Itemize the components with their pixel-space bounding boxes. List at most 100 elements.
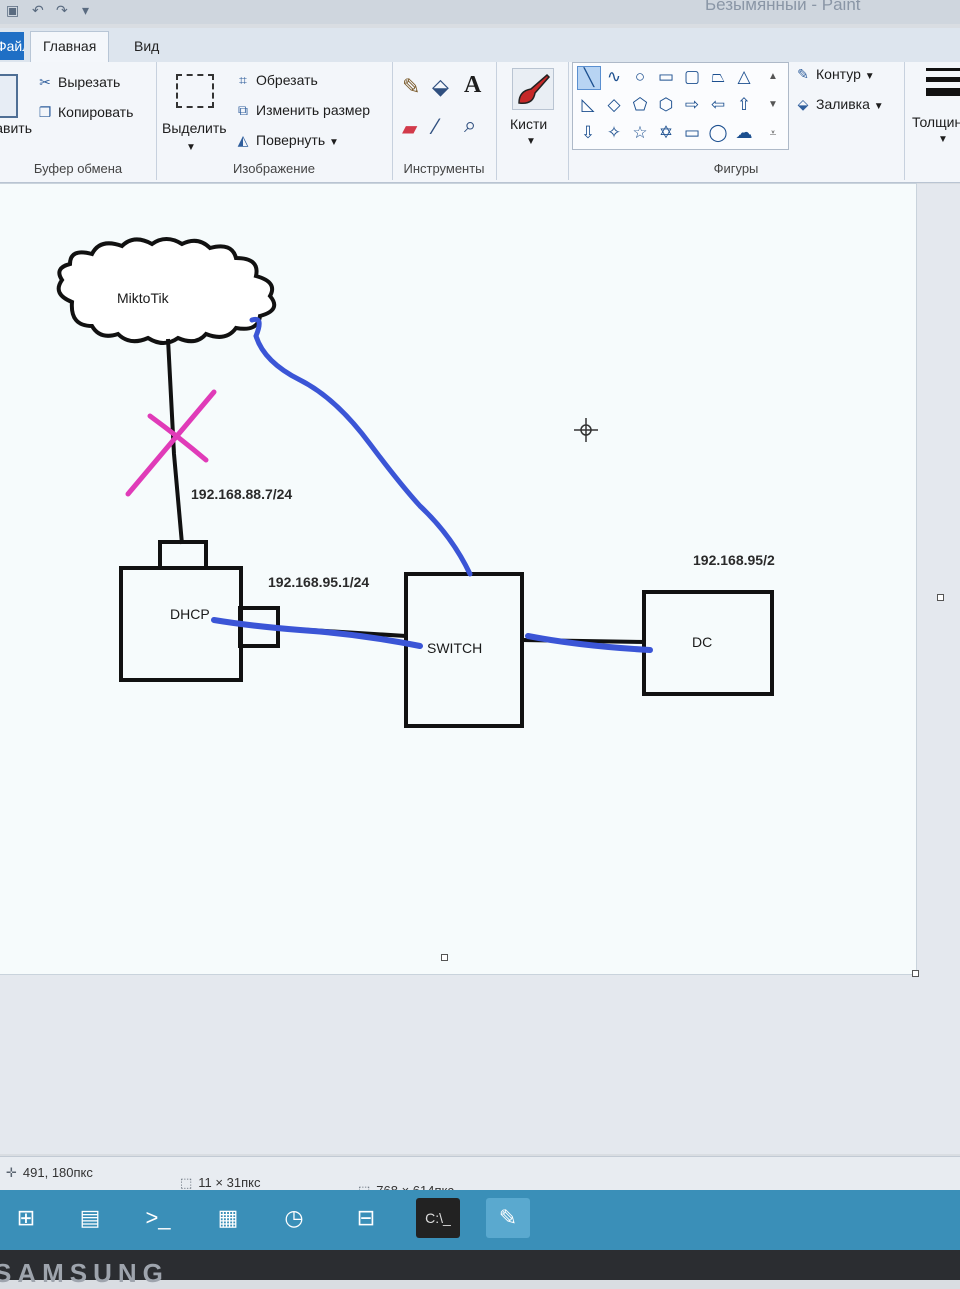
resize-button[interactable]: ⧉ Изменить размер bbox=[234, 102, 370, 119]
shape-star5-icon[interactable]: ☆ bbox=[632, 123, 648, 142]
size-dropdown-icon[interactable]: ▼ bbox=[938, 134, 948, 145]
shape-diamond-icon[interactable]: ◇ bbox=[607, 95, 621, 114]
fill-bucket-icon[interactable]: ⬙ bbox=[432, 74, 449, 99]
network-icon[interactable]: ⊟ bbox=[356, 1205, 376, 1230]
shape-callout-rect-icon[interactable]: ▭ bbox=[683, 123, 701, 142]
scissors-icon: ✂ bbox=[39, 74, 51, 90]
undo-icon[interactable]: ↶ bbox=[32, 2, 44, 18]
paste-icon[interactable] bbox=[0, 74, 18, 118]
shape-curve-icon[interactable]: ∿ bbox=[606, 67, 622, 86]
clipboard-group-label: Буфер обмена bbox=[33, 161, 123, 176]
fill-button[interactable]: ⬙Заливка ▼ bbox=[794, 96, 884, 113]
fill-icon: ⬙ bbox=[797, 96, 809, 112]
size-button[interactable]: Толщина bbox=[912, 114, 960, 130]
rotate-icon: ◭ bbox=[237, 132, 249, 148]
brush-drawing-icon bbox=[518, 73, 551, 105]
crosshair-cursor-icon bbox=[574, 418, 598, 442]
select-dropdown-icon[interactable]: ▼ bbox=[186, 142, 196, 153]
pink-cross-mark bbox=[125, 389, 217, 497]
shape-line-icon[interactable]: ╲ bbox=[577, 66, 601, 90]
shape-pentagon-icon[interactable]: ⬠ bbox=[632, 95, 648, 114]
blue-link-cloud-switch bbox=[249, 316, 473, 577]
tab-home[interactable]: Главная bbox=[30, 31, 110, 62]
copy-button[interactable]: ❐Копировать bbox=[36, 104, 134, 121]
tools-group-label: Инструменты bbox=[403, 161, 485, 176]
select-icon[interactable] bbox=[176, 74, 214, 108]
blue-link-dhcp-switch bbox=[211, 617, 423, 649]
command-prompt-icon[interactable]: C:\_ bbox=[416, 1198, 460, 1238]
eraser-icon[interactable]: ▰ bbox=[402, 118, 418, 140]
start-button-windows-icon[interactable]: ⊞ bbox=[16, 1205, 36, 1230]
resize-handle-bottom[interactable] bbox=[441, 954, 448, 961]
color-picker-icon[interactable]: ⁄ bbox=[434, 114, 438, 139]
monitor-brand: SAMSUNG bbox=[0, 1258, 169, 1288]
shape-star6-icon[interactable]: ✡ bbox=[658, 123, 674, 142]
shape-polygon-icon[interactable]: ⏢ bbox=[711, 67, 725, 86]
brushes-dropdown-icon[interactable]: ▼ bbox=[526, 136, 536, 147]
image-group: Выделить ▼ ⌗Обрезать ⧉ Изменить размер ◭П… bbox=[156, 62, 393, 180]
resize-handle-right[interactable] bbox=[937, 594, 944, 601]
shapes-group: ╲ ∿ ○ ▭ ▢ ⏢ △ ◺ ◇ ⬠ ⬡ ⇨ ⇦ ⇧ ⇩ ✧ ☆ ✡ ▭ ◯ … bbox=[568, 62, 905, 180]
paste-button[interactable]: Вставить bbox=[0, 120, 32, 136]
tab-view[interactable]: Вид bbox=[134, 38, 160, 54]
tab-file[interactable]: Файл bbox=[0, 32, 24, 60]
file-explorer-icon[interactable]: ▦ bbox=[217, 1205, 239, 1230]
powershell-icon[interactable]: >_ bbox=[145, 1205, 171, 1230]
resize-label: Изменить размер bbox=[256, 102, 371, 118]
task-scheduler-icon[interactable]: ◷ bbox=[284, 1205, 304, 1230]
shape-rectangle-icon[interactable]: ▭ bbox=[657, 67, 675, 86]
ribbon-tabs: Файл Главная Вид bbox=[0, 28, 960, 62]
pencil-icon[interactable]: ✎ bbox=[402, 74, 421, 99]
text-tool-icon[interactable]: A bbox=[464, 72, 482, 98]
monitor-bezel: SAMSUNG bbox=[0, 1250, 960, 1288]
shape-star4-icon[interactable]: ✧ bbox=[606, 123, 622, 142]
mikrotik-cloud-shape bbox=[56, 237, 277, 345]
dhcp-label: DHCP bbox=[170, 606, 210, 622]
server-manager-icon[interactable]: ▤ bbox=[79, 1205, 101, 1230]
link-mikrotik-dhcp bbox=[166, 338, 184, 545]
switch-label: SWITCH bbox=[427, 640, 483, 656]
brushes-button[interactable]: Кисти bbox=[510, 116, 548, 132]
shape-right-triangle-icon[interactable]: ◺ bbox=[581, 95, 595, 114]
taskbar: ⊞ ▤ >_ ▦ ◷ ⊟ C:\_ ✎ bbox=[0, 1190, 960, 1250]
rotate-dropdown-icon[interactable]: ▼ bbox=[329, 137, 339, 148]
cloud-label: MiktoTik bbox=[117, 290, 169, 306]
shape-arrow-up-icon[interactable]: ⇧ bbox=[736, 95, 752, 114]
shape-callout-oval-icon[interactable]: ◯ bbox=[708, 123, 728, 142]
dc-box bbox=[642, 590, 774, 696]
resize-icon: ⧉ bbox=[238, 102, 248, 118]
outline-button[interactable]: ✎Контур ▼ bbox=[794, 66, 875, 83]
paint-taskbar-icon[interactable]: ✎ bbox=[486, 1198, 530, 1238]
shape-hexagon-icon[interactable]: ⬡ bbox=[658, 95, 674, 114]
shape-callout-cloud-icon[interactable]: ☁ bbox=[735, 123, 753, 142]
fill-dropdown-icon: ▼ bbox=[873, 101, 884, 112]
line-size-icon[interactable] bbox=[926, 68, 960, 102]
crop-button[interactable]: ⌗Обрезать bbox=[234, 72, 318, 89]
select-button[interactable]: Выделить bbox=[162, 120, 227, 136]
outline-pencil-icon: ✎ bbox=[797, 66, 809, 82]
shape-arrow-right-icon[interactable]: ⇨ bbox=[684, 95, 700, 114]
rotate-button[interactable]: ◭Повернуть ▼ bbox=[234, 132, 339, 149]
paint-app-icon[interactable]: ▣ bbox=[6, 2, 20, 18]
cut-button[interactable]: ✂Вырезать bbox=[36, 74, 120, 91]
customize-toolbar-icon[interactable]: ▾ bbox=[82, 2, 90, 18]
resize-handle-corner[interactable] bbox=[912, 970, 919, 977]
shapes-group-label: Фигуры bbox=[713, 161, 759, 176]
shape-oval-icon[interactable]: ○ bbox=[634, 67, 646, 86]
gallery-scroll-down-icon[interactable]: ▼ bbox=[768, 99, 778, 110]
shape-arrow-left-icon[interactable]: ⇦ bbox=[710, 95, 726, 114]
crop-icon: ⌗ bbox=[239, 72, 247, 88]
clipboard-group: Вставить ✂Вырезать ❐Копировать Буфер обм… bbox=[0, 62, 157, 180]
gallery-scroll-up-icon[interactable]: ▲ bbox=[768, 71, 778, 82]
ribbon: Вставить ✂Вырезать ❐Копировать Буфер обм… bbox=[0, 62, 960, 183]
gallery-expand-icon[interactable]: ⩡ bbox=[769, 126, 777, 140]
cursor-position-icon: ✛ bbox=[6, 1165, 17, 1180]
magnifier-icon[interactable]: ⌕ bbox=[464, 112, 477, 137]
brushes-icon[interactable] bbox=[512, 68, 554, 110]
redo-icon[interactable]: ↷ bbox=[56, 2, 68, 18]
shape-triangle-icon[interactable]: △ bbox=[737, 67, 751, 86]
brushes-group: Кисти ▼ bbox=[496, 62, 569, 180]
shape-rounded-rect-icon[interactable]: ▢ bbox=[683, 67, 701, 86]
drawing-canvas[interactable]: MiktoTik 192.168.88.7/24 192.168.95.1/24… bbox=[0, 184, 916, 974]
shape-arrow-down-icon[interactable]: ⇩ bbox=[580, 123, 596, 142]
